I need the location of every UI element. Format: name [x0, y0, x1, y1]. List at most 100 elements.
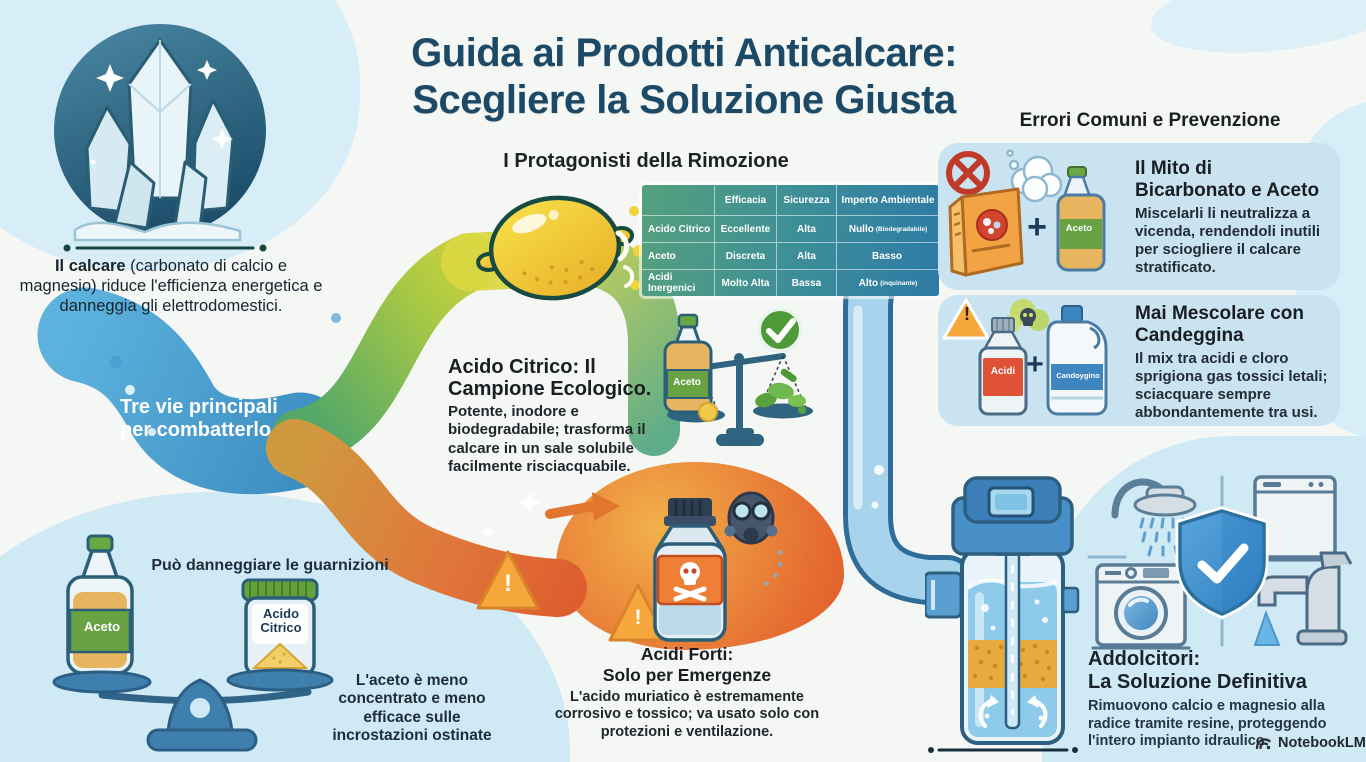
- sparkle-icon: [480, 492, 541, 540]
- cell-sicurezza: Alta: [776, 243, 836, 269]
- steam-cloud-icon: [1006, 149, 1063, 203]
- card2-candeggina-label: Candoygino: [1056, 371, 1100, 380]
- flow-droplet: [148, 428, 156, 436]
- table-row: Acidi Inergenici Molto Alta Bassa Alto(i…: [642, 269, 939, 296]
- warning-triangle-icon: [942, 298, 990, 340]
- row-label: Acidi Inergenici: [648, 272, 696, 294]
- myth-text: Il Mito di Bicarbonato e Aceto Miscelarl…: [1135, 158, 1331, 277]
- bleach-illustration: [942, 298, 1108, 416]
- protagonists-heading: I Protagonisti della Rimozione: [503, 150, 789, 172]
- circulation-arrows: [978, 699, 1048, 728]
- three-ways-label: Tre vie principali per combatterlo: [120, 396, 340, 442]
- myth-title-line1: Il Mito di: [1135, 158, 1213, 179]
- errors-heading: Errori Comuni e Prevenzione: [1019, 110, 1281, 131]
- sparkle-icon: [90, 60, 233, 165]
- myth-body: Miscelarli li neutralizza a vicenda, ren…: [1135, 204, 1321, 276]
- jar-label-line2: Citrico: [260, 620, 302, 636]
- brand-name: NotebookLM: [1278, 735, 1366, 751]
- table-header-row: Efficacia Sicurezza Imperto Ambientale: [642, 185, 939, 215]
- exclamation-glyph: !: [964, 304, 970, 324]
- balance-scale-comparison: [663, 307, 813, 446]
- arrow-to-acids: [545, 492, 620, 521]
- shield-check-icon: [1175, 506, 1269, 619]
- plus-glyph: +: [1026, 348, 1044, 381]
- bleach-title-line2: Candeggina: [1135, 324, 1244, 346]
- skull-icon: [673, 562, 707, 602]
- gas-mask-icon: [724, 491, 778, 545]
- flow-blue-main: [37, 287, 348, 495]
- impatto-value: Nullo: [848, 223, 874, 235]
- softeners-section: Addolcitori: La Soluzione Definitiva Rim…: [1088, 648, 1366, 751]
- impatto-value: Alto: [858, 277, 879, 289]
- water-softener-illustration: [925, 476, 1080, 753]
- table-header-impatto: Imperto Ambientale: [836, 185, 939, 215]
- protected-appliances-icons: [1087, 475, 1353, 650]
- flow-green-branch: [271, 233, 499, 467]
- bleach-title-line1: Mai Mescolare con: [1135, 303, 1304, 324]
- card2-acidi-label: Acidi: [990, 366, 1016, 377]
- divider-lines: [1087, 475, 1224, 647]
- jar-label-line1: Acido: [262, 606, 300, 621]
- aceto-bottle-icon: [1056, 166, 1106, 272]
- three-ways-line2: per combatterlo: [120, 419, 272, 441]
- row-label: Aceto: [648, 250, 676, 262]
- strong-acids-title-line1: Acidi Forti:: [640, 644, 734, 664]
- cell-sicurezza: Bassa: [776, 270, 836, 296]
- washing-machine-icon: [1091, 563, 1191, 650]
- flow-droplet: [110, 356, 122, 368]
- citric-pieces-icon: [698, 368, 806, 422]
- cell-impatto: Nullo(Biodegradabile): [836, 216, 939, 242]
- notebooklm-logo-icon: [1255, 738, 1271, 750]
- faucet-icon: [1253, 551, 1353, 646]
- intro-rest: (carbonato di calcio e magnesio) riduce …: [19, 257, 323, 316]
- table-header-sicurezza: Sicurezza: [776, 185, 836, 215]
- prohibited-icon: [946, 151, 990, 195]
- comparison-table: Efficacia Sicurezza Imperto Ambientale A…: [642, 185, 939, 296]
- limescale-crystal-illustration: [54, 24, 267, 252]
- citric-title-line1: Acido Citrico: Il: [448, 356, 596, 378]
- cell-impatto: Alto(inquinante): [836, 270, 939, 296]
- intro-text: Il calcare (carbonato di calcio e magnes…: [18, 256, 324, 316]
- cell-efficacia: Eccellente: [714, 216, 776, 242]
- aceto-bottle-small: [663, 313, 713, 414]
- exclamation-glyph: !: [634, 606, 642, 629]
- softeners-title-line2: La Soluzione Definitiva: [1088, 671, 1307, 693]
- exclamation-glyph: !: [504, 570, 512, 597]
- strong-acids-illustration: [476, 491, 783, 642]
- vinegar-caption: L'aceto è meno concentrato e meno effica…: [332, 672, 492, 744]
- table-header-empty: [642, 185, 714, 215]
- vinegar-bottle-label: Aceto: [83, 619, 121, 634]
- intro-lead: Il calcare: [54, 257, 126, 275]
- cell-efficacia: Molto Alta: [714, 270, 776, 296]
- page-title: Guida ai Prodotti Anticalcare: Scegliere…: [338, 30, 1030, 124]
- myth-illustration: [946, 149, 1106, 277]
- cell-sicurezza: Alta: [776, 216, 836, 242]
- strong-acids-body: L'acido muriatico è estremamente corrosi…: [554, 689, 820, 740]
- impatto-note: (inquinante): [880, 279, 918, 287]
- vinegar-warning-note: Può danneggiare le guarnizioni: [151, 557, 389, 574]
- vinegar-vs-citric-scale: [52, 534, 334, 752]
- impatto-note: (Biodegradabile): [875, 225, 928, 233]
- card1-aceto-label: Aceto: [1065, 223, 1093, 234]
- acid-bottle-icon: [653, 498, 727, 642]
- three-ways-line1: Tre vie principali: [120, 396, 278, 418]
- check-circle-icon: [757, 307, 803, 353]
- brand-footer: NotebookLM: [1254, 735, 1366, 751]
- bleach-text: Mai Mescolare con Candeggina Il mix tra …: [1135, 303, 1340, 422]
- bicarbonate-box-icon: [948, 187, 1024, 277]
- softeners-body: Rimuovono calcio e magnesio alla radice …: [1088, 698, 1327, 750]
- bleach-jug-icon: [1046, 305, 1108, 416]
- citric-jar-icon: [241, 578, 319, 676]
- impatto-value: Basso: [871, 250, 902, 262]
- table-row: Aceto Discreta Alta Basso: [642, 242, 939, 269]
- table-header-efficacia: Efficacia: [714, 185, 776, 215]
- flow-droplet: [331, 313, 341, 323]
- softeners-title-line1: Addolcitori:: [1088, 648, 1201, 670]
- citric-acid-section: Acido Citrico: Il Campione Ecologico. Po…: [448, 356, 680, 476]
- cell-impatto: Basso: [836, 243, 939, 269]
- myth-title-line2: Bicarbonato e Aceto: [1135, 179, 1320, 201]
- citric-jar-label: Acido Citrico: [250, 606, 312, 636]
- strong-acids-title-line2: Solo per Emergenze: [602, 665, 772, 685]
- lemon-icon: [476, 195, 654, 301]
- acid-bottle-icon: [978, 317, 1028, 416]
